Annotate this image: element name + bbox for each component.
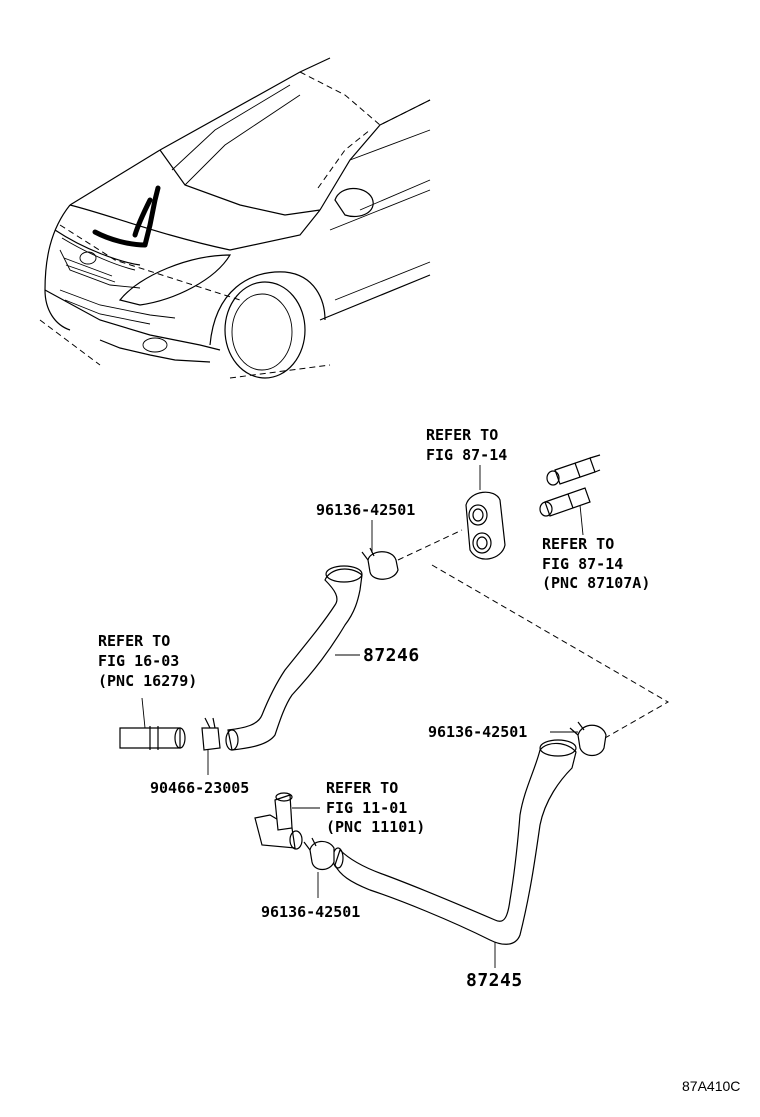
figure-code: 87A410C [682,1078,741,1094]
clamp-top [361,547,399,580]
ref-mid-line2: FIG 11-01 [326,799,408,817]
clamp-right-part-number: 96136-42501 [428,723,528,741]
ref-top-line2: FIG 87-14 [426,446,508,464]
ref-right-line3: (PNC 87107A) [542,574,651,592]
clip-part [201,717,221,751]
clamp-bottom [303,837,335,871]
engine-fitting [254,792,303,850]
ref-mid-line1: REFER TO [326,779,399,797]
clamp-right [569,721,607,757]
hose-87246 [225,565,363,751]
clip-part-number: 90466-23005 [150,779,250,797]
ref-right-line1: REFER TO [542,535,615,553]
hose-lower-part-number: 87245 [466,970,523,991]
ref-mid-line3: (PNC 11101) [326,818,426,836]
ref-left-line1: REFER TO [98,632,171,650]
ref-left-line3: (PNC 16279) [98,672,198,690]
ref-left-line2: FIG 16-03 [98,652,180,670]
car-illustration [39,57,431,379]
pipe-left [119,726,186,750]
heater-pipes [539,454,601,517]
hose-87245 [332,739,577,945]
hose-upper-part-number: 87246 [363,645,420,666]
ref-right-line2: FIG 87-14 [542,555,624,573]
grommet-part [465,491,506,560]
clamp-top-part-number: 96136-42501 [316,501,416,519]
ref-top-line1: REFER TO [426,426,499,444]
clamp-bottom-part-number: 96136-42501 [261,903,361,921]
